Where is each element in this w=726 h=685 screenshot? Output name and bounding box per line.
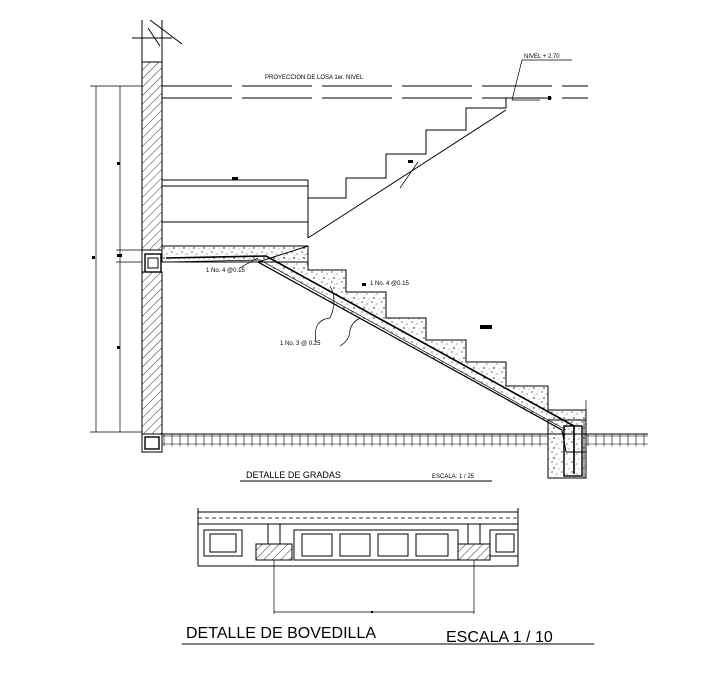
rebar-label-3: 1 No. 3 @ 0.25 (280, 341, 321, 347)
bovedilla-title: DETALLE DE BOVEDILLA (186, 625, 376, 642)
vertical-dimensions (90, 85, 142, 433)
stair-detail-scale: ESCALA: 1 / 25 (432, 474, 475, 480)
bovedilla-section: DETALLE DE BOVEDILLA ESCALA 1 / 10 (182, 508, 594, 646)
slab-projection: PROYECCION DE LOSA 1er. NIVEL NIVEL + 2.… (162, 54, 588, 101)
stair-detail-title: DETALLE DE GRADAS (246, 470, 341, 480)
rebar-label-2: 1 No. 4 @0.15 (370, 281, 409, 287)
lower-stair-flight (162, 245, 587, 453)
level-label: NIVEL + 2.70 (524, 54, 560, 60)
slab-projection-label: PROYECCION DE LOSA 1er. NIVEL (265, 75, 364, 81)
landing-block (162, 179, 309, 238)
stair-section: PROYECCION DE LOSA 1er. NIVEL NIVEL + 2.… (90, 19, 648, 482)
wall-column (132, 19, 183, 453)
rebar-label-1: 1 No. 4 @0.15 (206, 268, 245, 274)
bovedilla-scale: ESCALA 1 / 10 (446, 629, 553, 646)
footing (547, 419, 587, 479)
ground-line (162, 433, 648, 446)
upper-stair-flight (232, 98, 507, 239)
